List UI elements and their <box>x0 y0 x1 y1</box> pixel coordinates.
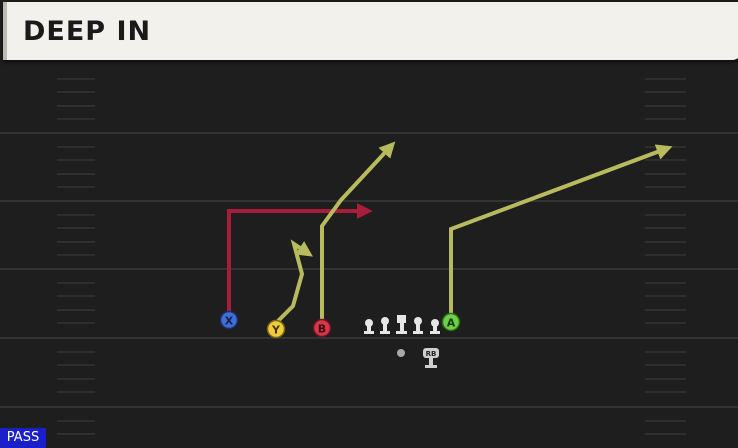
play-type-badge: PASS <box>0 428 46 448</box>
lineman-icon <box>413 317 423 334</box>
offensive-line <box>364 315 440 334</box>
route-a <box>449 144 673 315</box>
receiver-b-button[interactable]: B <box>312 318 332 338</box>
running-back-icon: RB <box>423 348 439 368</box>
yard-lines <box>0 132 738 408</box>
receiver-x-button[interactable]: X <box>219 310 239 330</box>
play-diagram: RB X Y B A <box>0 78 738 435</box>
lineman-icon <box>380 317 390 334</box>
lineman-icon <box>364 319 374 334</box>
hash-marks-left <box>57 78 95 435</box>
receiver-y-button[interactable]: Y <box>266 319 286 339</box>
center-icon <box>396 315 407 334</box>
hash-marks-right <box>645 78 686 435</box>
receiver-x-label: X <box>225 315 234 328</box>
play-field: RB X Y B A <box>0 62 738 448</box>
route-x <box>227 203 373 314</box>
receiver-a-button[interactable]: A <box>441 312 461 332</box>
route-b <box>320 141 396 321</box>
rb-label: RB <box>426 350 437 358</box>
lineman-icon <box>430 319 440 334</box>
play-title: DEEP IN <box>23 16 152 47</box>
receiver-b-label: B <box>318 323 326 336</box>
receiver-y-label: Y <box>271 324 281 337</box>
routes <box>227 141 673 324</box>
receiver-a-label: A <box>447 317 456 330</box>
quarterback-marker <box>397 349 405 357</box>
route-y <box>275 239 313 324</box>
play-title-banner: DEEP IN <box>3 2 738 60</box>
